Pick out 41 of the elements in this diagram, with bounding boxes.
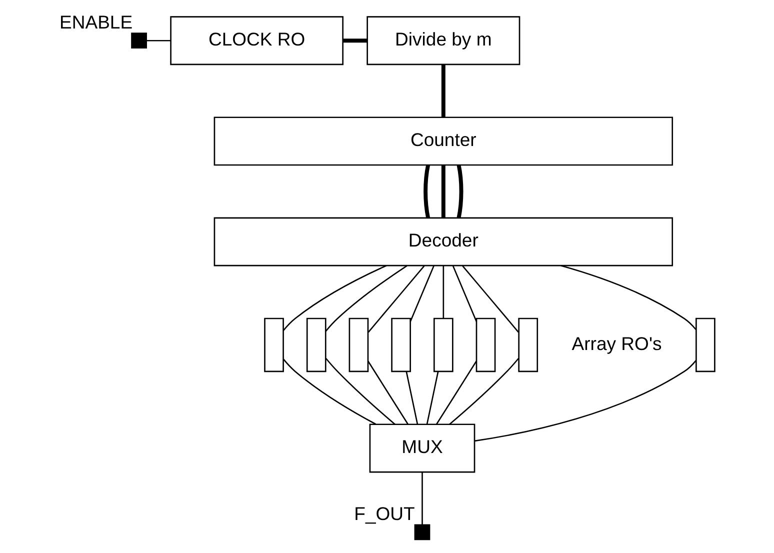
connector xyxy=(440,165,445,218)
connector xyxy=(423,164,430,218)
connector xyxy=(448,358,519,425)
node-box xyxy=(432,318,453,372)
node-box: CLOCK RO xyxy=(170,16,343,66)
connector xyxy=(282,358,376,425)
connector xyxy=(324,265,407,332)
node-box xyxy=(264,318,284,372)
node-box xyxy=(414,524,430,540)
node-box: Decoder xyxy=(213,217,673,266)
connector xyxy=(409,266,434,322)
connector xyxy=(560,264,696,330)
node-box xyxy=(348,318,368,372)
node-box: MUX xyxy=(368,424,475,473)
connector xyxy=(462,265,518,333)
connector xyxy=(440,64,445,118)
connector xyxy=(436,360,476,425)
connector xyxy=(367,265,424,333)
node-box xyxy=(695,318,715,372)
node-box xyxy=(475,318,496,372)
label: Array RO's xyxy=(571,332,662,354)
connector xyxy=(426,372,438,424)
connector xyxy=(442,266,444,318)
connector xyxy=(405,372,418,424)
node-label: F_OUT xyxy=(354,502,414,524)
node-box: Counter xyxy=(213,116,673,166)
connector xyxy=(324,358,395,425)
node-box: Divide by m xyxy=(366,16,520,66)
node-box xyxy=(390,318,410,372)
connector xyxy=(282,265,386,331)
connector xyxy=(146,40,170,42)
connector xyxy=(456,164,463,218)
connector xyxy=(452,266,477,322)
node-box xyxy=(518,318,538,372)
connector xyxy=(367,360,408,425)
node-label: ENABLE xyxy=(58,11,132,32)
connector xyxy=(421,472,422,525)
node-box xyxy=(130,32,146,49)
connector xyxy=(474,360,696,442)
node-box xyxy=(306,318,326,372)
connector xyxy=(342,38,367,43)
